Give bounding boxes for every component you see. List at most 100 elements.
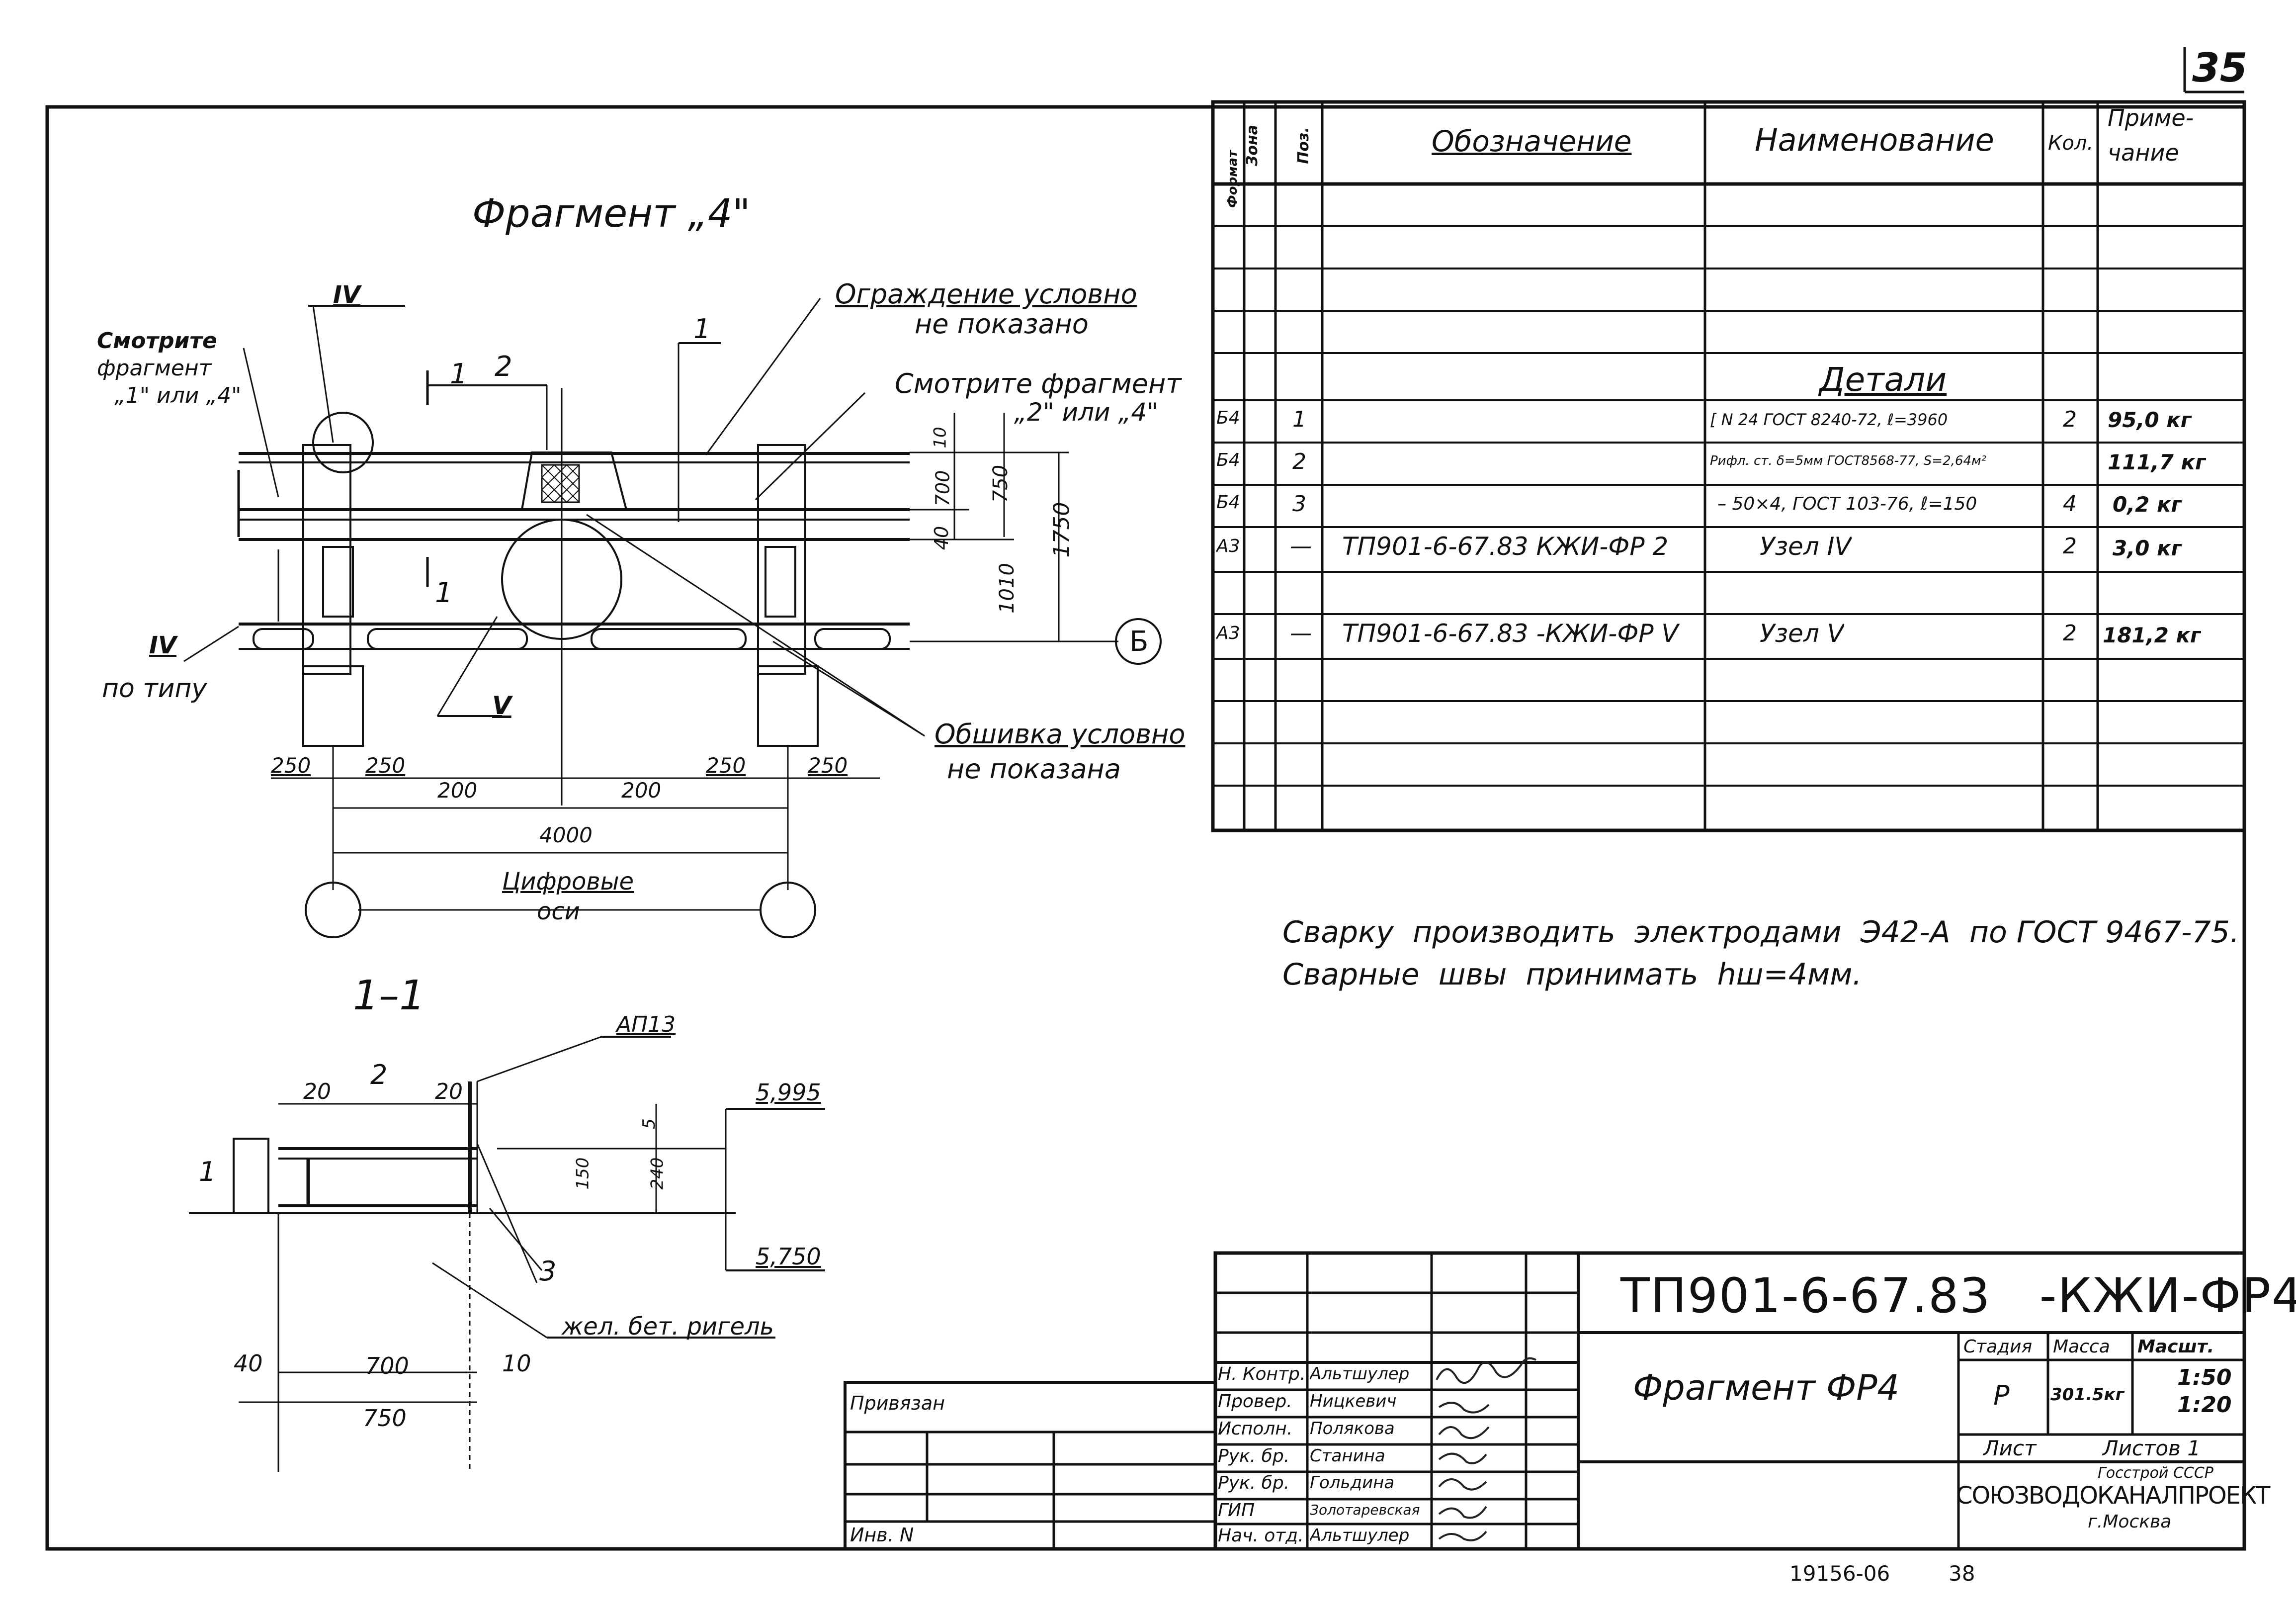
org-name: СОЮЗВОДОКАНАЛПРОЕКТ [1956,1482,2270,1510]
sec-dim-700: 700 [365,1352,409,1379]
person-role-5: Рук. бр. [1218,1473,1290,1493]
dim-4000: 4000 [539,823,593,847]
row2-note: 111,7 кг [2108,450,2206,474]
cut-1b-label: 1 [435,577,453,609]
pos-2-label: 2 [495,351,512,383]
spec-header-qty: Кол. [2048,132,2094,155]
fragment-title: Фрагмент „4" [472,191,751,236]
spec-section-title: Детали [1819,360,1947,399]
sec-beam-label: жел. бет. ригель [562,1313,774,1341]
node-v-label: V [492,691,511,720]
person-name-1: Альтшулер [1310,1364,1410,1384]
row1-note: 95,0 кг [2108,408,2192,432]
cut-1a-label: 1 [450,358,468,390]
see-fragment-left-1: Смотрите [97,328,217,354]
person-name-4: Станина [1310,1446,1385,1466]
row4-designation: ТП901-6-67.83 КЖИ-ФР 2 [1342,532,1669,561]
person-role-6: ГИП [1218,1500,1255,1521]
sheathing-note-2: не показана [947,753,1121,785]
sec-dim-20a: 20 [303,1079,331,1104]
sec-pos-3: 3 [539,1256,557,1287]
row1-name: [ N 24 ГОСТ 8240-72, ℓ=3960 [1710,410,1948,429]
row4-format: А3 [1216,536,1240,556]
org-city: г.Москва [2088,1512,2172,1532]
spec-header-name: Наименование [1755,122,1994,158]
see-fragment-left-3: „1" или „4" [114,383,242,408]
row2-format: Б4 [1216,450,1240,470]
title-code: ТП901-6-67.83 -КЖИ-ФР4 [1620,1268,2296,1324]
row2-name: Рифл. ст. δ=5мм ГОСТ8568-77, S=2,64м² [1710,453,1987,468]
stage-label: Стадия [1963,1337,2033,1357]
row4-pos: — [1290,534,1312,559]
sec-pos-1: 1 [199,1156,216,1187]
sheathing-note-1: Обшивка условно [935,718,1186,750]
person-name-2: Ницкевич [1310,1391,1397,1411]
person-role-1: Н. Контр. [1218,1364,1306,1384]
row5-name: Узел V [1760,619,1844,648]
row5-designation: ТП901-6-67.83 -КЖИ-ФР V [1342,619,1679,648]
row3-qty: 4 [2063,491,2077,517]
row4-note: 3,0 кг [2113,536,2182,560]
row3-pos: 3 [1292,491,1306,517]
scale-value-1: 1:50 [2177,1365,2232,1390]
row2-pos: 2 [1292,449,1306,474]
see-fragment-right-2: „2" или „4" [1014,398,1159,427]
sec-dim-10: 10 [502,1350,531,1377]
sheets-label: Листов 1 [2103,1436,2201,1460]
row5-pos: — [1290,621,1312,646]
person-name-5: Гольдина [1310,1473,1395,1493]
section-title: 1–1 [353,972,425,1019]
by-type-label: по типу [102,674,207,704]
dim-200a: 200 [437,778,478,803]
dim-250b: 250 [365,753,406,778]
node-iv-top-label: IV [333,281,361,309]
dim-250a: 250 [271,753,311,778]
spec-header-designation: Обозначение [1432,124,1632,158]
sec-dim-750: 750 [363,1405,407,1432]
row5-qty: 2 [2063,621,2077,646]
node-iv-left-label: IV [149,631,177,659]
see-fragment-right-1: Смотрите фрагмент [895,368,1182,399]
dim-250d: 250 [808,753,848,778]
row5-note: 181,2 кг [2103,623,2201,647]
ap13-label: АП13 [616,1012,676,1037]
fence-note-2: не показано [915,308,1089,340]
note-welding: Сварку производить электродами Э42-А по … [1282,915,2239,950]
row1-pos: 1 [1292,407,1306,432]
spec-header-note-1: Приме- [2108,104,2194,131]
mass-value: 301.5кг [2050,1385,2125,1405]
axes-label-1: Цифровые [502,868,634,896]
person-role-4: Рук. бр. [1218,1446,1290,1466]
person-role-2: Провер. [1218,1391,1292,1412]
row1-format: Б4 [1216,408,1240,428]
person-role-7: Нач. отд. [1218,1525,1304,1546]
sec-d5-995: 5,995 [756,1079,821,1106]
stage-value: Р [1993,1380,2010,1411]
row3-note: 0,2 кг [2113,492,2182,517]
sheet-number: 35 [2192,45,2248,91]
inv-label: Инв. N [850,1524,914,1546]
scale-value-2: 1:20 [2177,1392,2232,1418]
pos-1-label: 1 [693,313,711,345]
axes-label-2: оси [537,897,580,925]
sec-pos-2: 2 [370,1059,388,1090]
row4-name: Узел IV [1760,532,1852,561]
sec-d5-750: 5,750 [756,1243,821,1270]
person-role-3: Исполн. [1218,1419,1293,1439]
org-top: Госстрой СССР [2098,1464,2213,1482]
spec-header-note-2: чание [2108,139,2179,166]
dim-200b: 200 [621,778,662,803]
sec-dim-40: 40 [234,1350,263,1377]
person-name-7: Альтшулер [1310,1525,1410,1545]
sec-dim-20b: 20 [435,1079,463,1104]
person-name-3: Полякова [1310,1419,1395,1438]
page-stamp: 38 [1949,1561,1975,1586]
see-fragment-left-2: фрагмент [97,356,212,381]
dim-250c: 250 [706,753,746,778]
note-welds: Сварные швы принимать hш=4мм. [1282,957,1862,992]
row1-qty: 2 [2063,407,2077,432]
linked-label: Привязан [850,1392,945,1414]
scale-label: Масшт. [2137,1337,2214,1357]
